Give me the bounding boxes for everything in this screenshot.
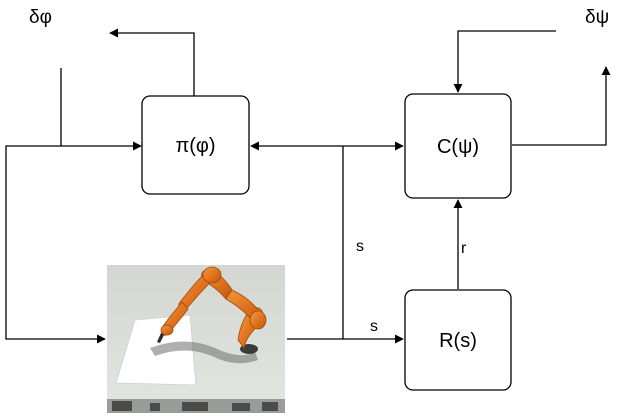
critic-block: C(ψ) bbox=[404, 93, 512, 199]
environment-render bbox=[107, 265, 285, 413]
policy-label: π(φ) bbox=[175, 135, 215, 157]
policy-input-wire bbox=[60, 68, 142, 151]
robot-arm bbox=[160, 266, 267, 350]
critic-input-wire bbox=[453, 30, 556, 93]
policy-block: π(φ) bbox=[141, 95, 250, 195]
state-to-policy-label: s bbox=[356, 238, 364, 255]
critic-label: C(ψ) bbox=[437, 136, 479, 158]
reward-block: R(s) bbox=[404, 289, 512, 391]
reward-to-critic-label: r bbox=[461, 240, 467, 257]
policy-update-arrow bbox=[109, 28, 195, 97]
critic-update-arrow bbox=[512, 66, 611, 146]
reward-label: R(s) bbox=[439, 330, 477, 352]
policy-update-label: δφ bbox=[29, 7, 52, 28]
state-to-reward-label: s bbox=[370, 318, 378, 335]
left-loop-wire bbox=[5, 145, 106, 344]
critic-update-label: δψ bbox=[585, 7, 609, 28]
